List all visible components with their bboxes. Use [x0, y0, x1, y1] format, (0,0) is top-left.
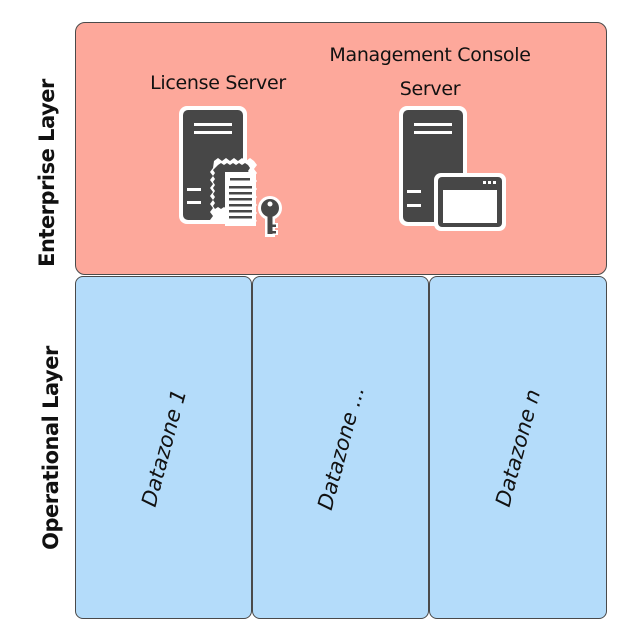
- management-console-label-line2: Server: [399, 78, 461, 100]
- datazone-ellipsis-box: Datazone ...: [252, 276, 429, 619]
- license-server-label: License Server: [150, 72, 286, 94]
- server-slot: [407, 204, 421, 207]
- key-icon: [258, 196, 282, 237]
- browser-window-icon: [434, 173, 506, 231]
- datazone-ellipsis-label: Datazone ...: [312, 383, 369, 512]
- enterprise-layer-label: Enterprise Layer: [35, 79, 59, 267]
- server-slot: [194, 123, 232, 126]
- server-slot: [414, 123, 452, 126]
- server-slot: [407, 190, 421, 193]
- datazone-1-label: Datazone 1: [136, 386, 191, 509]
- server-slot: [187, 188, 201, 191]
- datazone-1-box: Datazone 1: [75, 276, 252, 619]
- management-console-server-icon: [399, 106, 506, 231]
- server-slot: [187, 201, 201, 204]
- license-server-icon: [179, 106, 282, 237]
- datazone-n-label: Datazone n: [490, 386, 546, 509]
- server-slot: [414, 131, 452, 134]
- enterprise-layer-box: [75, 22, 607, 275]
- datazone-n-box: Datazone n: [429, 276, 607, 619]
- management-console-label-line1: Management Console: [329, 44, 531, 66]
- management-console-server-label: Management Console Server: [329, 38, 531, 106]
- server-slot: [194, 131, 232, 134]
- operational-layer-label: Operational Layer: [39, 346, 63, 550]
